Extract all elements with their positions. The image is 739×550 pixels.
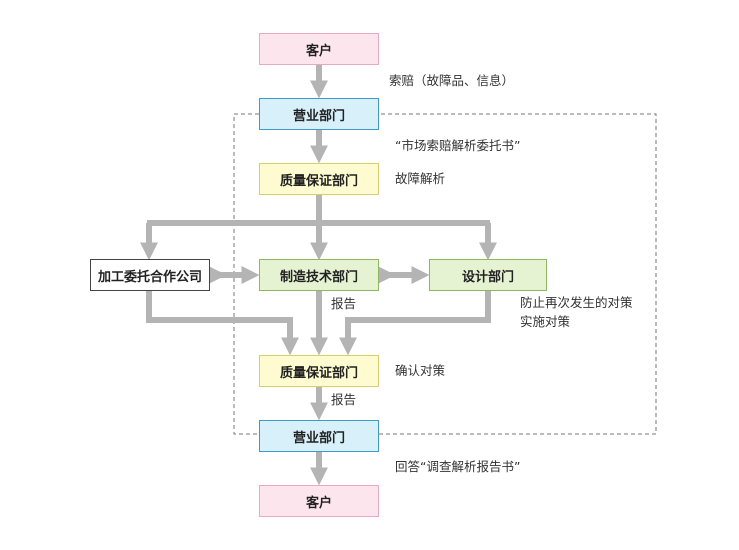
sales-top-box: 营业部门 — [259, 98, 379, 130]
sales-bottom-box: 营业部门 — [259, 420, 379, 452]
note-market-claim-report: “市场索赔解析委托书” — [395, 138, 521, 153]
note-report-qa: 报告 — [331, 392, 357, 407]
contractor-box: 加工委托合作公司 — [90, 259, 210, 291]
customer-top-box: 客户 — [259, 33, 379, 65]
manufacturing-box: 制造技术部门 — [259, 259, 379, 291]
qa-bottom-box: 质量保证部门 — [259, 355, 379, 387]
arrow-contractor-to-qa — [146, 291, 299, 356]
note-report-mfg: 报告 — [331, 296, 357, 311]
note-confirm-measures: 确认对策 — [395, 363, 446, 378]
note-prevention-line1: 防止再次发生的对策 — [520, 295, 633, 310]
note-reply-report: 回答“调查解析报告书” — [395, 459, 521, 474]
qa-top-box: 质量保证部门 — [259, 163, 379, 195]
note-prevention-line2: 实施对策 — [520, 314, 571, 329]
note-failure-analysis: 故障解析 — [395, 171, 446, 186]
note-claim: 索赔（故障品、信息） — [389, 73, 515, 88]
customer-bottom-box: 客户 — [259, 485, 379, 517]
design-box: 设计部门 — [429, 259, 547, 291]
arrow-design-to-qa — [339, 291, 491, 356]
